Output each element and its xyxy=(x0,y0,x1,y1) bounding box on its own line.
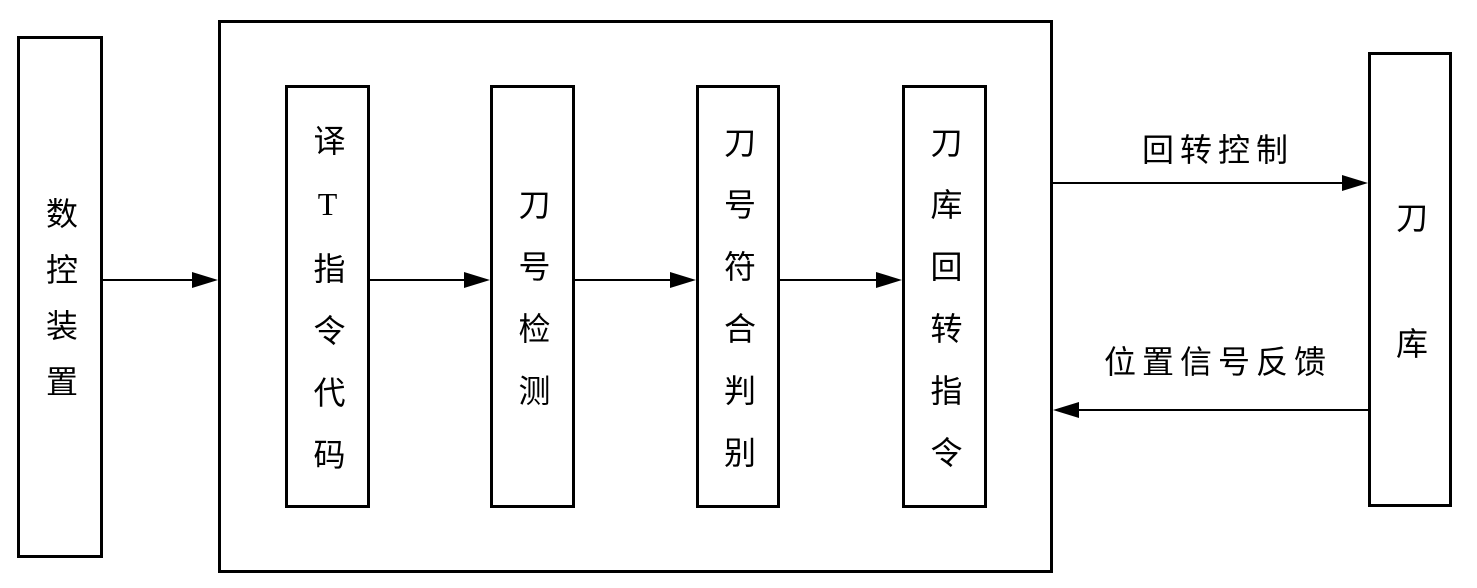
arrow-detection-to-match xyxy=(575,272,696,288)
arrowhead-left-icon xyxy=(1053,402,1079,418)
arrow-shaft xyxy=(103,279,192,281)
arrow-cnc-to-controller xyxy=(103,272,218,288)
arrow-match-to-command xyxy=(780,272,902,288)
tool-number-match-label: 刀号符合判别 xyxy=(720,125,756,498)
cnc-device-box: 数控装置 xyxy=(17,36,103,558)
cnc-device-label: 数控装置 xyxy=(42,197,78,421)
arrowhead-right-icon xyxy=(1342,175,1368,191)
decode-t-code-label: 译T指令代码 xyxy=(309,123,346,500)
arrow-decode-to-detection xyxy=(370,272,490,288)
arrow-shaft xyxy=(575,279,670,281)
decode-t-code-box: 译T指令代码 xyxy=(285,85,370,508)
tool-number-detection-label: 刀号检测 xyxy=(514,187,551,436)
tool-number-match-box: 刀号符合判别 xyxy=(696,85,780,508)
magazine-rotation-command-label: 刀库回转指令 xyxy=(926,125,963,498)
arrow-shaft xyxy=(370,279,464,281)
arrowhead-right-icon xyxy=(670,272,696,288)
arrowhead-right-icon xyxy=(192,272,218,288)
magazine-rotation-command-box: 刀库回转指令 xyxy=(902,85,987,508)
arrow-shaft xyxy=(1053,182,1342,184)
tool-magazine-box: 刀库 xyxy=(1368,52,1452,507)
arrow-shaft xyxy=(1079,409,1368,411)
rotation-control-label: 回转控制 xyxy=(1141,132,1295,168)
arrowhead-right-icon xyxy=(876,272,902,288)
arrow-position-feedback xyxy=(1053,402,1368,418)
arrowhead-right-icon xyxy=(464,272,490,288)
arrow-rotation-control xyxy=(1053,175,1368,191)
tool-number-detection-box: 刀号检测 xyxy=(490,85,575,508)
tool-magazine-label: 刀库 xyxy=(1392,200,1428,453)
arrow-shaft xyxy=(780,279,876,281)
position-feedback-label: 位置信号反馈 xyxy=(1103,344,1333,380)
